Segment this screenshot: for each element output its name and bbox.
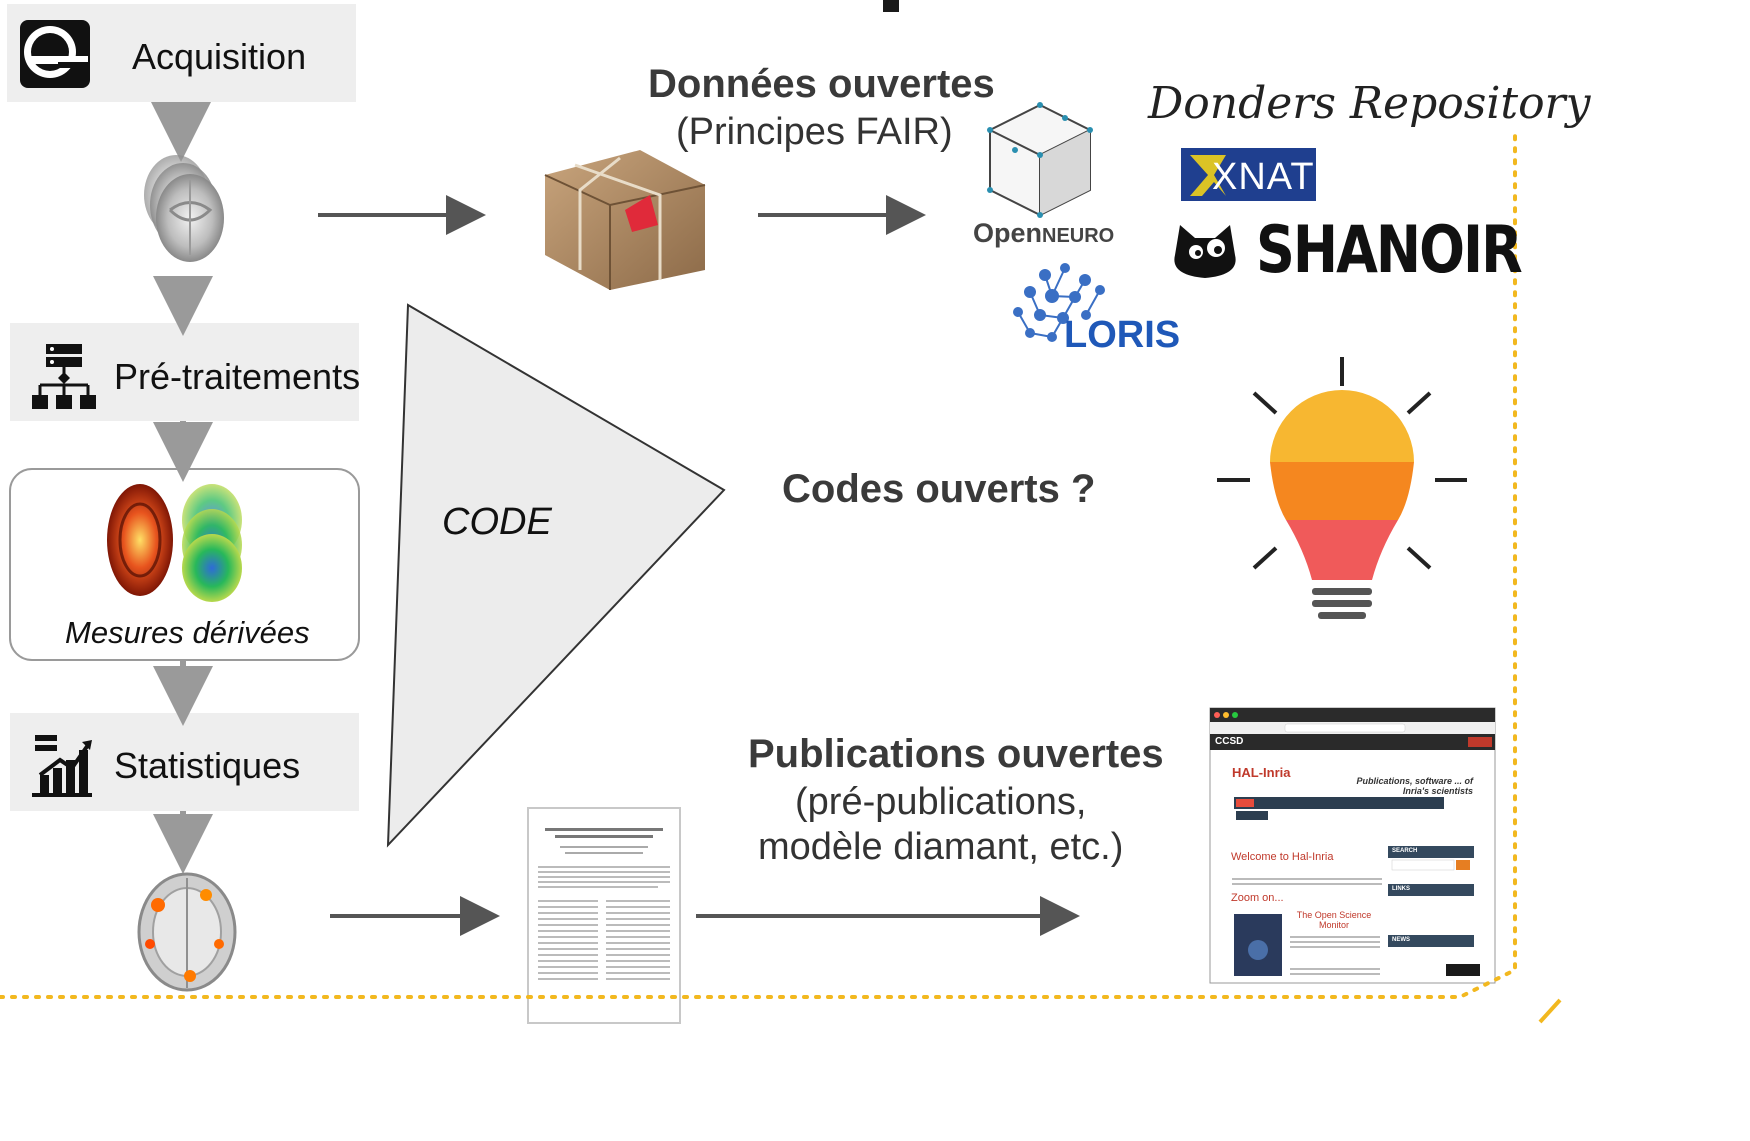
statistics-bar-chart-icon <box>32 735 92 797</box>
mri-scanner-icon <box>20 20 90 88</box>
statistical-result-brain-map <box>137 872 237 992</box>
openneuro-open: Open <box>973 218 1043 248</box>
preprocessing-label: Pré-traitements <box>114 356 361 397</box>
loris-logo: LORIS <box>1064 314 1181 356</box>
open-publications-title: Publications ouvertes <box>748 732 1164 776</box>
preprocessing-hierarchy-icon <box>32 344 96 409</box>
openneuro-cube-logo <box>987 102 1093 218</box>
code-label: CODE <box>442 501 552 543</box>
accent-corner-stroke <box>1538 998 1562 1024</box>
statistics-label: Statistiques <box>114 745 301 786</box>
open-data-title: Données ouvertes <box>648 62 995 106</box>
loris-network-logo <box>1013 263 1105 342</box>
hal-welcome: Welcome to Hal-Inria <box>1231 851 1334 863</box>
top-connector <box>883 0 899 12</box>
acquisition-label: Acquisition <box>132 36 307 77</box>
derived-measures-label: Mesures dérivées <box>65 615 310 650</box>
openneuro-neuro: NEURO <box>1042 225 1115 247</box>
donders-repository-logo: Donders Repository <box>1148 78 1591 129</box>
raw-brain-scan-stack <box>144 155 224 262</box>
hal-news-label: NEWS <box>1392 937 1410 943</box>
hal-monitor-title: The Open Science Monitor <box>1296 910 1372 930</box>
open-code-title: Codes ouverts ? <box>782 467 1096 511</box>
derived-measures-brain-maps <box>107 484 242 602</box>
code-funnel-shape <box>386 303 726 848</box>
hal-zoom: Zoom on... <box>1231 892 1284 904</box>
hal-search-label: SEARCH <box>1392 848 1418 854</box>
accent-dotted-border <box>0 128 1517 999</box>
hal-links-label: LINKS <box>1392 886 1410 892</box>
hal-tagline: Publications, software ... of Inria's sc… <box>1356 776 1473 796</box>
openneuro-logo: OpenNEURO <box>973 218 1114 249</box>
shanoir-cat-icon <box>1174 225 1236 278</box>
hal-inria-browser-screenshot <box>1209 707 1496 984</box>
shanoir-logo: SHANOIR <box>1256 212 1523 288</box>
gift-package-image <box>544 150 706 290</box>
xnat-logo: XNAT <box>1212 156 1315 198</box>
open-publications-subtitle-2: modèle diamant, etc.) <box>758 826 1124 868</box>
hal-logo: HAL-Inria <box>1232 765 1291 780</box>
lightbulb-icon <box>1217 357 1467 619</box>
open-publications-subtitle-1: (pré-publications, <box>795 781 1087 823</box>
hal-ccsd-brand: CCSD <box>1215 736 1244 747</box>
open-data-subtitle: (Principes FAIR) <box>676 111 953 153</box>
paper-thumbnail <box>527 807 681 1024</box>
